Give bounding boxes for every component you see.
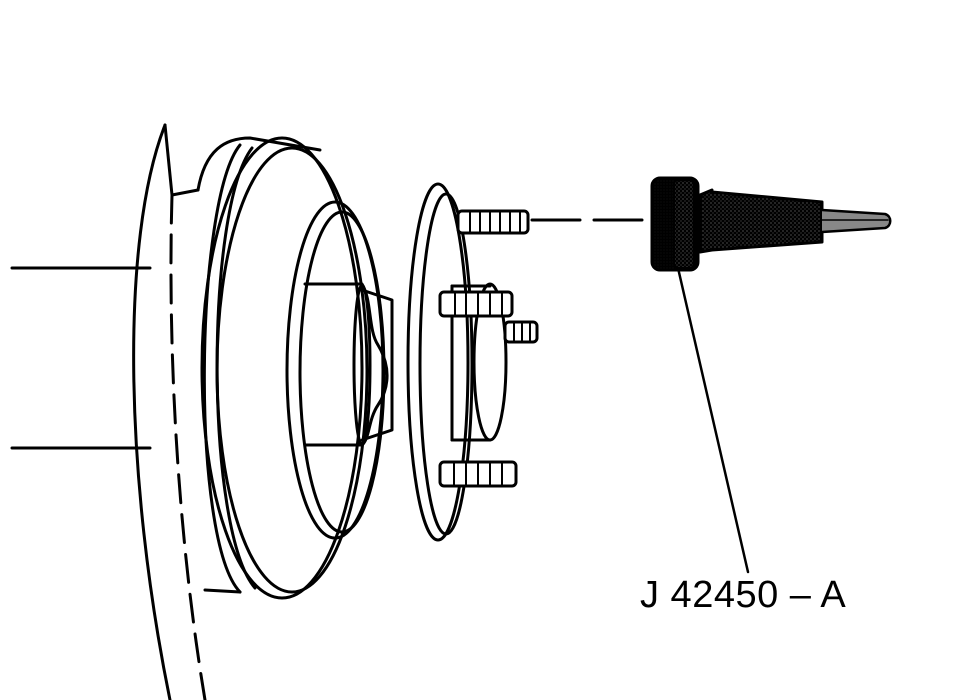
brake-drum: [196, 136, 386, 600]
tool-part-number: J 42450 – A: [640, 574, 847, 616]
stud-tool: [650, 176, 892, 272]
wheel-stud-top: [456, 209, 530, 235]
hub-flange: [406, 182, 508, 542]
backing-plate: [132, 123, 207, 700]
axle-shaft: [10, 266, 152, 450]
wheel-stud-right: [503, 320, 539, 344]
wheel-stud-middle: [438, 290, 514, 318]
wheel-stud-bottom: [438, 460, 518, 488]
hub-neck: [303, 282, 394, 447]
tool-leader-line: [676, 266, 750, 574]
